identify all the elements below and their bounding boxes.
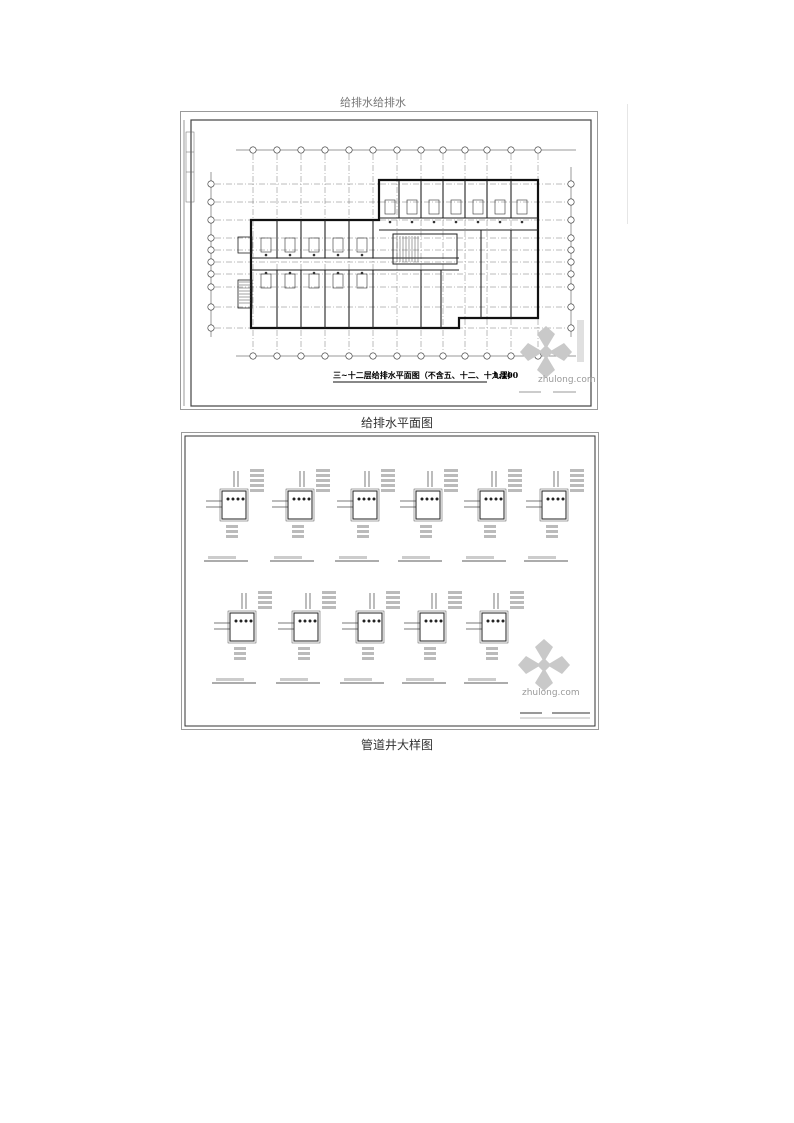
pipe-shaft-drawing: zhulong.com [184,435,596,727]
svg-text:zhulong.com: zhulong.com [538,375,596,385]
zhulong-logo-2 [518,639,570,691]
svg-text:zhulong.com: zhulong.com [522,688,580,698]
pipe-shaft-detail-figure: zhulong.com [181,432,599,730]
clipped-top-caption: 给排水给排水 [340,96,406,108]
floor-plan-caption: 给排水平面图 [360,416,433,430]
page-edge-line [627,104,628,224]
pipe-shaft-caption: 管道井大样图 [360,738,433,752]
plan-title: 三~十二层给排水平面图（不含五、十二、十九层） [333,370,516,380]
floor-plan-figure: zhulong.com 三~十二层给排水平面图（不含五、十二、十九层） 1:10… [180,111,598,410]
plan-scale: 1:100 [493,370,519,380]
zhulong-logo [520,326,572,378]
floor-plan-drawing: zhulong.com 三~十二层给排水平面图（不含五、十二、十九层） 1:10… [183,119,596,407]
